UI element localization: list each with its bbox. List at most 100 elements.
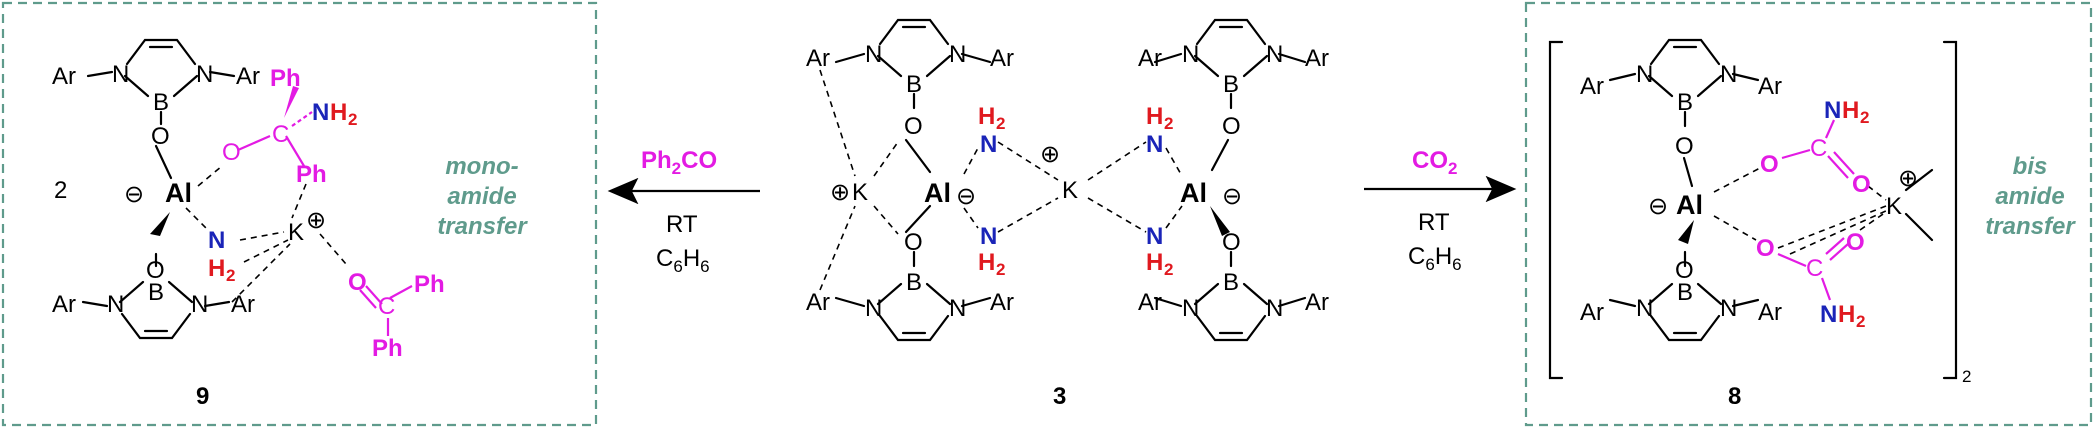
oxygen-label: O — [1222, 229, 1241, 256]
nitrogen-label: N — [1146, 131, 1163, 158]
oxygen-label: O — [1675, 257, 1694, 284]
aryl-label: Ar — [52, 291, 76, 318]
aryl-label: Ar — [1758, 73, 1782, 100]
aryl-label: Ar — [1138, 45, 1162, 72]
nitrogen-label: N — [112, 61, 129, 88]
right-bracket — [1942, 40, 1958, 380]
condition-solvent-left: C6H6 — [656, 245, 710, 276]
oxygen-label: O — [1675, 133, 1694, 160]
positive-charge: ⊕ — [1040, 141, 1060, 168]
aluminum-label: Al — [924, 178, 951, 208]
oxygen-label: O — [1760, 151, 1779, 178]
nitrogen-label: N — [1182, 295, 1199, 322]
aryl-label: Ar — [231, 291, 255, 318]
nitrogen-label: N — [1636, 295, 1653, 322]
oxygen-label: O — [904, 113, 923, 140]
nitrogen-label: N — [949, 41, 966, 68]
carbon-label: C — [1810, 135, 1827, 162]
hydrogen-label: H — [208, 255, 225, 282]
hydrogen-label: H — [978, 249, 995, 276]
note-transfer: transfer — [437, 213, 528, 240]
boron-label: B — [153, 89, 169, 116]
oxygen-label: O — [1756, 235, 1775, 262]
hydrogen-label: H — [1146, 249, 1163, 276]
positive-charge: ⊕ — [1898, 165, 1918, 192]
nitrogen-label: N — [196, 61, 213, 88]
oxygen-label: O — [1222, 113, 1241, 140]
aryl-label: Ar — [1138, 289, 1162, 316]
nitrogen-label: N — [1182, 41, 1199, 68]
nitrogen-label: N — [865, 41, 882, 68]
reagent-co2: CO2 — [1412, 147, 1457, 178]
carbon-label: C — [272, 121, 289, 148]
subscript-2: 2 — [1164, 260, 1173, 279]
nitrogen-label: N — [1824, 97, 1841, 124]
compound-8-frame — [1524, 1, 2093, 427]
nitrogen-label: N — [865, 295, 882, 322]
negative-charge: ⊖ — [956, 183, 976, 210]
nitrogen-label: N — [1266, 41, 1283, 68]
stoichiometry-label: 2 — [54, 177, 67, 204]
aryl-label: Ar — [1305, 289, 1329, 316]
left-bracket — [1548, 40, 1564, 380]
aryl-label: Ar — [52, 63, 76, 90]
phenyl-label: Ph — [270, 65, 301, 92]
subscript-2: 2 — [1856, 312, 1865, 331]
oxygen-label: O — [222, 139, 241, 166]
compound-3: Ar N B N Ar O ⊕ K Al ⊖ H 2 N N H 2 ⊕ K O… — [806, 18, 1329, 410]
aryl-label: Ar — [1305, 45, 1329, 72]
aryl-label: Ar — [990, 45, 1014, 72]
boron-label: B — [1223, 71, 1239, 98]
condition-solvent-right: C6H6 — [1408, 243, 1462, 274]
hydrogen-label: H — [1146, 103, 1163, 130]
nitrogen-label: N — [1720, 61, 1737, 88]
aryl-label: Ar — [990, 289, 1014, 316]
nitrogen-label: N — [1720, 295, 1737, 322]
aluminum-label: Al — [165, 178, 192, 208]
compound-label-8: 8 — [1728, 383, 1741, 410]
negative-charge: ⊖ — [1648, 193, 1668, 220]
subscript-2: 2 — [996, 260, 1005, 279]
subscript-2: 2 — [996, 114, 1005, 133]
oxygen-label: O — [1852, 171, 1871, 198]
oxygen-label: O — [1846, 229, 1865, 256]
boron-label: B — [1223, 269, 1239, 296]
subscript-2: 2 — [226, 266, 235, 285]
nitrogen-label: N — [312, 99, 329, 126]
nitrogen-label: N — [980, 131, 997, 158]
compound-9-frame — [1, 1, 598, 427]
phenyl-label: Ph — [296, 161, 327, 188]
aluminum-label: Al — [1676, 190, 1703, 220]
phenyl-label: Ph — [372, 335, 403, 362]
nitrogen-label: N — [1820, 301, 1837, 328]
phenyl-label: Ph — [414, 271, 445, 298]
boron-label: B — [906, 269, 922, 296]
boron-label: B — [906, 71, 922, 98]
nitrogen-label: N — [1636, 61, 1653, 88]
aryl-label: Ar — [236, 63, 260, 90]
positive-charge: ⊕ — [306, 207, 326, 234]
note-mono: mono- — [445, 153, 518, 180]
compound-label-9: 9 — [196, 383, 209, 410]
negative-charge: ⊖ — [124, 181, 144, 208]
boron-label: B — [148, 279, 164, 306]
reagent-ph2co: Ph2CO — [641, 147, 717, 178]
nitrogen-label: N — [949, 295, 966, 322]
note-amide: amide — [447, 183, 516, 210]
nitrogen-label: N — [208, 227, 225, 254]
subscript-2: 2 — [348, 110, 357, 129]
subscript-2: 2 — [1164, 114, 1173, 133]
aryl-label: Ar — [1580, 299, 1604, 326]
oxygen-label: O — [151, 123, 170, 150]
note-bis: bis — [2013, 153, 2048, 180]
compound-9: Ar N B N Ar O 2 ⊖ Al O C Ph N H 2 Ph N H… — [52, 38, 445, 410]
boron-label: B — [1677, 279, 1693, 306]
negative-charge: ⊖ — [1222, 183, 1242, 210]
note-transfer: transfer — [1985, 213, 2076, 240]
carbon-label: C — [1806, 255, 1823, 282]
aryl-label: Ar — [806, 45, 830, 72]
aryl-label: Ar — [1580, 73, 1604, 100]
note-amide: amide — [1995, 183, 2064, 210]
hydrogen-label: H — [1842, 97, 1859, 124]
aryl-label: Ar — [1758, 299, 1782, 326]
